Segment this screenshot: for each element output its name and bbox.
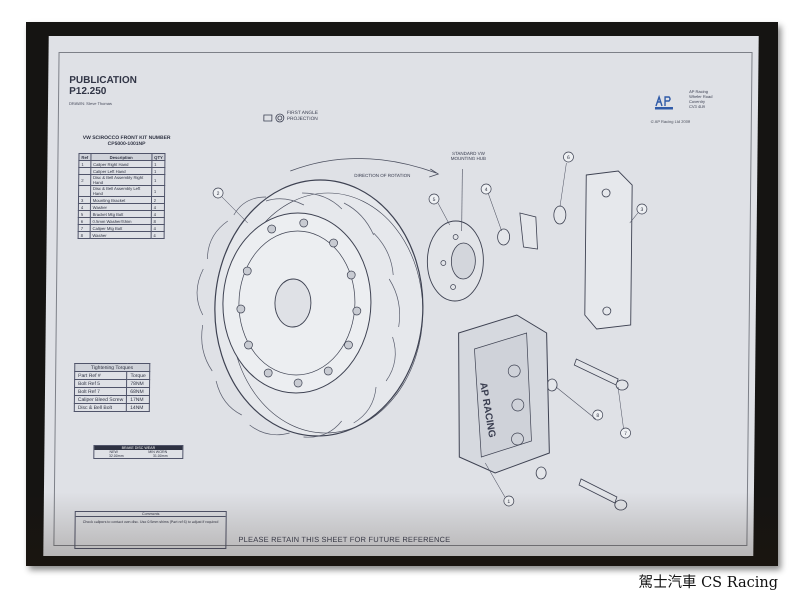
caliper-bolts [573,358,629,511]
drawing-sheet: PUBLICATION P12.250 DRAWN: Steve Thomas … [43,36,759,556]
callout-label: 5 [433,197,436,203]
brake-caliper: AP RACING [458,314,550,474]
leader-lines [221,162,639,498]
rotation-arrowhead [429,168,440,178]
projection-icon [263,113,285,123]
brake-disc [196,179,424,438]
callout-label: 4 [485,187,488,193]
callout-label: 2 [217,191,220,197]
exploded-view-drawing: AP RACING 2 1 [196,151,648,511]
callout-label: 8 [596,413,599,419]
callout-bubbles [212,151,648,507]
callout-label: 6 [567,155,570,161]
disc-slots [196,192,401,438]
mounting-hub [426,220,484,302]
callout-label: 7 [624,431,627,437]
disc-bolts [236,218,362,388]
sheet-border: PUBLICATION P12.250 DRAWN: Steve Thomas … [53,52,753,549]
photo-frame: PUBLICATION P12.250 DRAWN: Steve Thomas … [26,22,778,566]
photo-caption: 駕士汽車 CS Racing [638,575,778,591]
rotation-arrow [290,158,437,174]
callout-label: 3 [640,207,643,213]
ap-racing-logo [654,94,673,110]
mounting-bracket [584,170,633,330]
callout-label: 1 [507,499,510,505]
washers-and-spacer [497,205,567,480]
